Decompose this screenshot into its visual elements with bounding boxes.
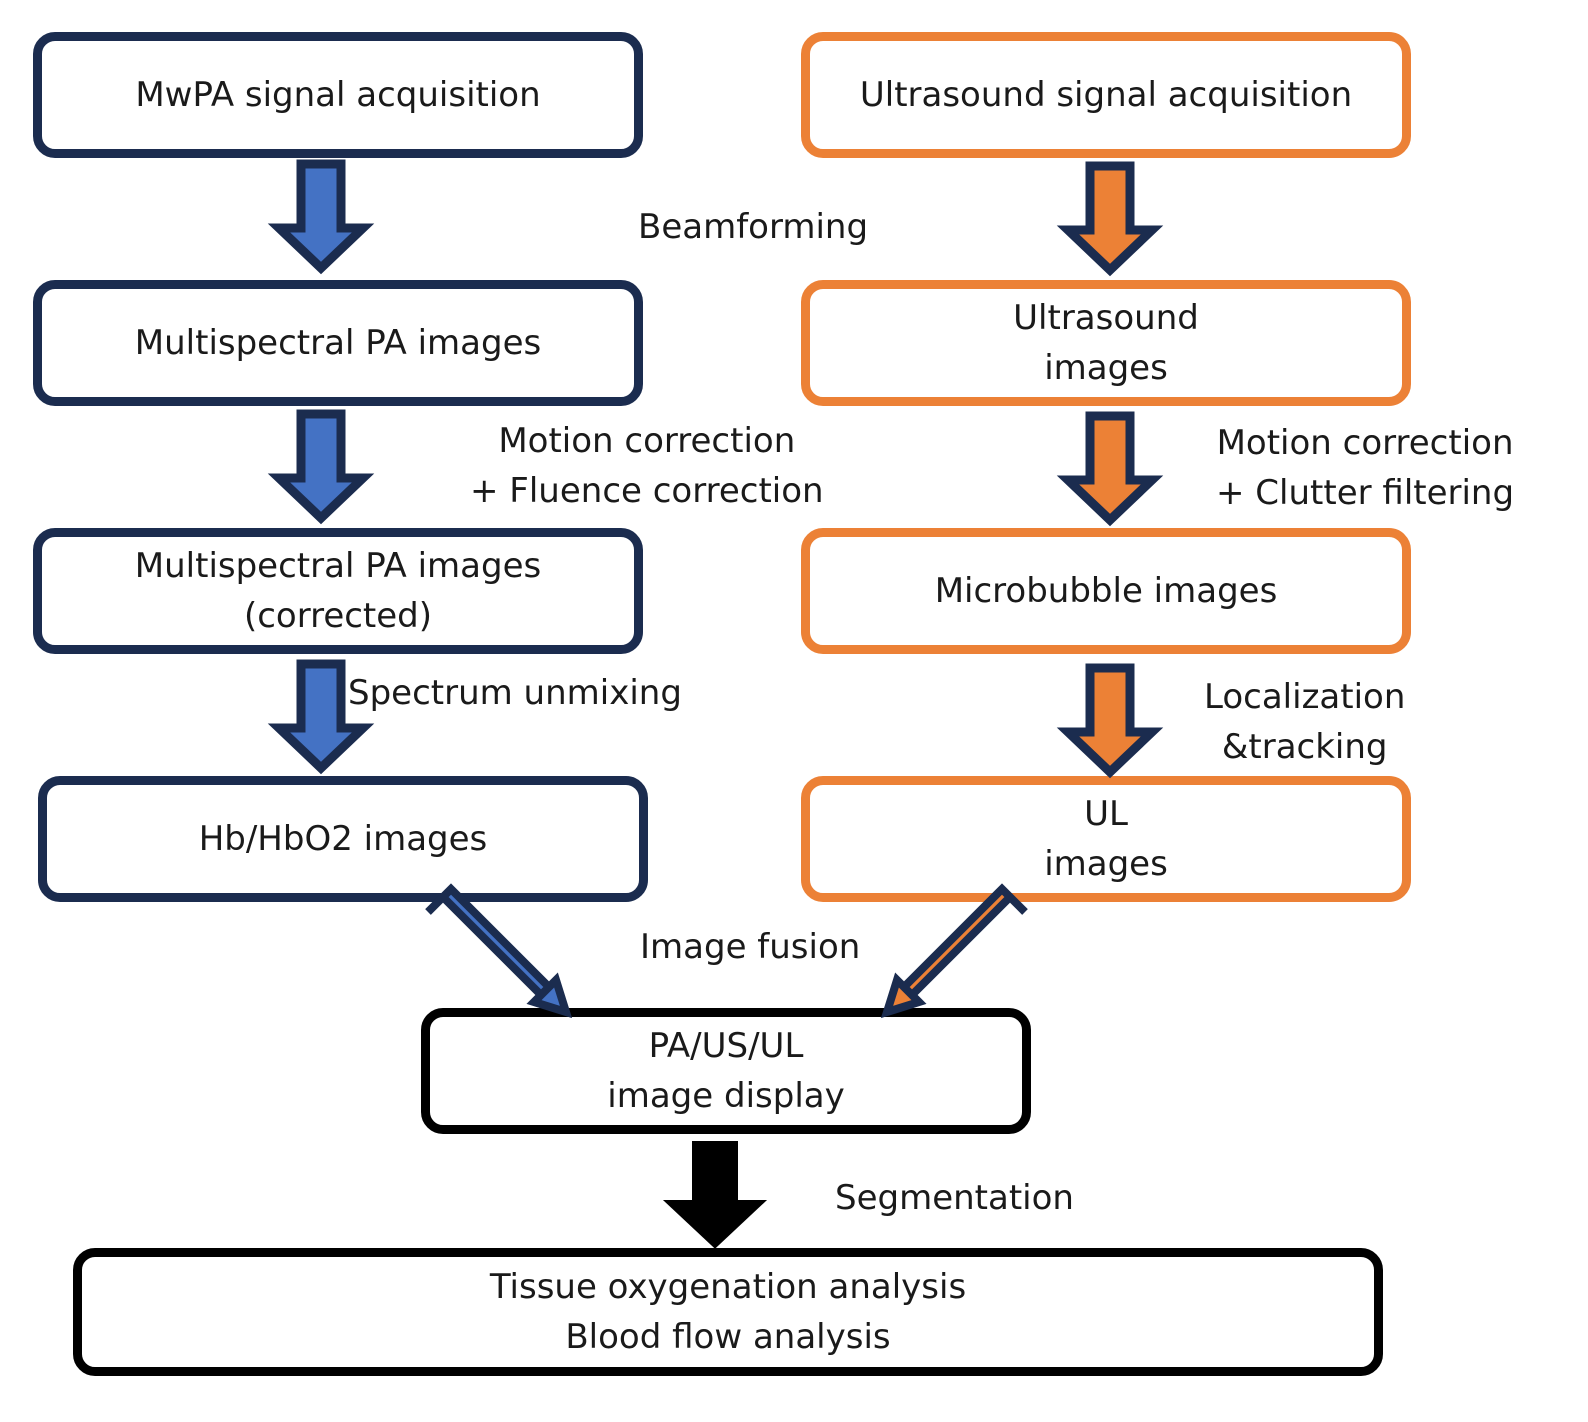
diagonal-arrow-icon [425, 883, 573, 1019]
down-arrow-icon [1056, 663, 1164, 779]
image-display-box: PA/US/UL image display [421, 1008, 1031, 1134]
label-line: Localization [1204, 677, 1406, 717]
down-arrow-icon [267, 409, 375, 525]
box-line: images [1044, 348, 1168, 388]
label-line: Motion correction [1216, 423, 1514, 463]
label-line: Motion correction [498, 421, 796, 461]
box-line: Ultrasound signal acquisition [859, 75, 1353, 115]
box-line: Microbubble images [934, 571, 1278, 611]
ul-images-box: UL images [801, 776, 1411, 902]
diagonal-arrow-icon [880, 883, 1028, 1019]
down-arrow-icon [1056, 161, 1164, 277]
microbubble-images-box: Microbubble images [801, 528, 1411, 654]
box-line: UL [1084, 794, 1128, 834]
box-line: (corrected) [243, 596, 433, 636]
multispectral-pa-images-box: Multispectral PA images [33, 280, 643, 406]
box-line: Multispectral PA images [134, 546, 542, 586]
label-line: Segmentation [835, 1178, 1074, 1218]
multispectral-corrected-box: Multispectral PA images (corrected) [33, 528, 643, 654]
label-line: + Clutter filtering [1216, 473, 1515, 513]
motion-fluence-label: Motion correction + Fluence correction [470, 416, 824, 516]
box-line: images [1044, 844, 1168, 884]
beamforming-label: Beamforming [638, 202, 868, 252]
label-line: Spectrum unmixing [348, 673, 682, 713]
box-line: image display [607, 1076, 845, 1116]
hb-hbo2-images-box: Hb/HbO2 images [38, 776, 648, 902]
down-arrow-icon [267, 159, 375, 275]
down-arrow-icon [662, 1141, 768, 1249]
box-line: Multispectral PA images [134, 323, 542, 363]
ultrasound-images-box: Ultrasound images [801, 280, 1411, 406]
box-line: Blood flow analysis [565, 1317, 891, 1357]
label-line: &tracking [1221, 727, 1388, 767]
box-line: Ultrasound [1013, 298, 1199, 338]
box-line: Hb/HbO2 images [198, 819, 488, 859]
down-arrow-icon [1056, 411, 1164, 527]
label-line: + Fluence correction [470, 471, 824, 511]
ultrasound-acquisition-box: Ultrasound signal acquisition [801, 32, 1411, 158]
image-fusion-label: Image fusion [640, 922, 860, 972]
spectrum-unmixing-label: Spectrum unmixing [348, 668, 682, 718]
localization-tracking-label: Localization &tracking [1204, 672, 1405, 772]
analysis-box: Tissue oxygenation analysis Blood flow a… [73, 1248, 1383, 1376]
down-arrow-icon [267, 659, 375, 775]
label-line: Beamforming [638, 207, 869, 247]
segmentation-label: Segmentation [835, 1173, 1074, 1223]
label-line: Image fusion [640, 927, 861, 967]
box-line: PA/US/UL [648, 1026, 804, 1066]
mwpa-acquisition-box: MwPA signal acquisition [33, 32, 643, 158]
box-line: Tissue oxygenation analysis [489, 1267, 967, 1307]
motion-clutter-label: Motion correction + Clutter filtering [1216, 418, 1514, 518]
box-line: MwPA signal acquisition [135, 75, 541, 115]
